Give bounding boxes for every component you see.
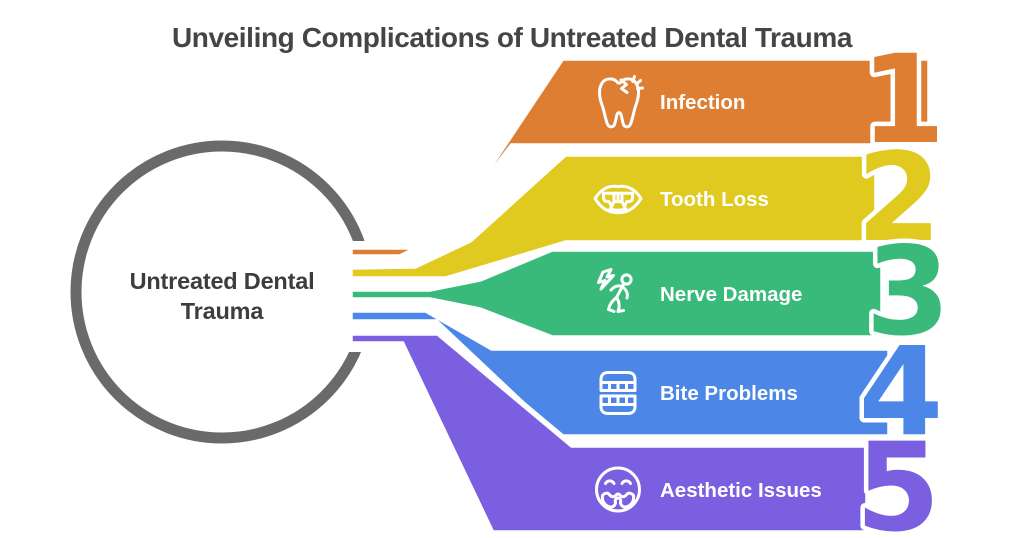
band-infection-ribbon xyxy=(347,55,933,260)
band-nerve-damage: 3 Nerve Damage xyxy=(347,217,955,368)
band-tooth-loss: 2 Tooth Loss xyxy=(347,123,946,282)
cracked-tooth-icon xyxy=(597,75,644,129)
band-aesthetic-issues-number: 5 xyxy=(856,417,941,538)
mouth-missing-teeth-icon xyxy=(593,184,643,215)
band-bite-problems-label: Bite Problems xyxy=(660,382,798,405)
band-tooth-loss-ribbon xyxy=(347,151,880,282)
center-label: Untreated Dental Trauma xyxy=(130,268,315,324)
band-nerve-damage-label: Nerve Damage xyxy=(660,283,802,306)
band-aesthetic-issues-ribbon xyxy=(347,330,871,536)
page-title: Unveiling Complications of Untreated Den… xyxy=(172,22,853,53)
band-nerve-damage-ribbon xyxy=(347,246,886,341)
band-aesthetic-issues: 5 Aesthetic Issues xyxy=(347,330,945,538)
band-bite-problems: 4 Bite Problems xyxy=(347,307,948,468)
band-tooth-loss-label: Tooth Loss xyxy=(660,188,769,211)
embarrassed-face-icon xyxy=(595,466,641,513)
band-aesthetic-issues-label: Aesthetic Issues xyxy=(660,479,822,502)
center-label-line2: Trauma xyxy=(181,298,265,324)
band-infection-number: 1 xyxy=(861,29,946,171)
band-infection-label: Infection xyxy=(660,91,745,114)
person-shock-icon xyxy=(597,268,633,313)
upper-lower-teeth-icon xyxy=(599,371,637,415)
center-label-line1: Untreated Dental xyxy=(130,268,315,294)
band-nerve-damage-number: 3 xyxy=(866,221,951,363)
band-infection: 1 Infection xyxy=(347,25,950,260)
